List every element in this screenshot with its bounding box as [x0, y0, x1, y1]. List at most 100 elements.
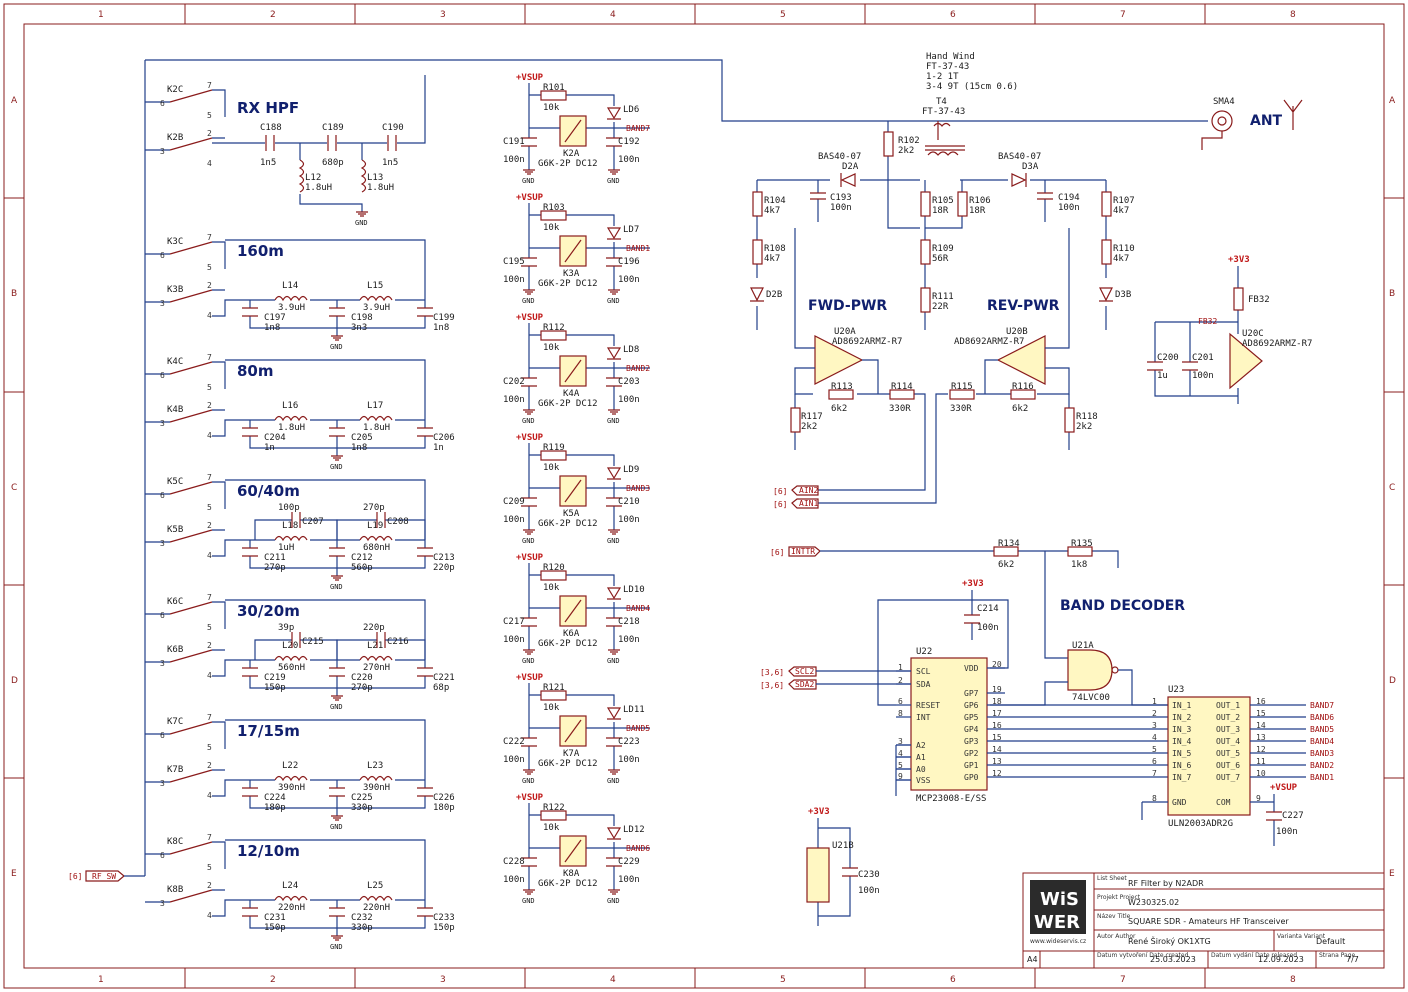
driver-3-caps: [521, 497, 622, 507]
driver-0-c1-ref: C191: [503, 137, 525, 147]
driver-4-relay-coil: [564, 599, 582, 623]
lpf-4-cap-2-ref: C221: [433, 673, 455, 683]
lpf-1-gnd-label: GND: [330, 343, 343, 351]
driver-5-relay-coil: [564, 719, 582, 743]
relay-3-switch: [169, 481, 213, 543]
r116-value: 6k2: [1012, 404, 1028, 414]
lpf-5-cap-1: [329, 787, 345, 797]
hpf-cap-0: [265, 135, 275, 151]
relay-1-wire: [145, 241, 226, 303]
lpf-2-cap-0: [242, 427, 258, 437]
driver-6-band: BAND6: [626, 844, 650, 853]
created-label: Datum vytvoření Date created: [1097, 952, 1189, 959]
u22-left-pin-5-name: A1: [916, 753, 926, 762]
lpf-4-gnd-label: GND: [330, 703, 343, 711]
driver-5-wire: [528, 683, 650, 770]
u20c-v33: +3V3: [1228, 255, 1250, 265]
c200-c201: [1147, 361, 1198, 371]
lpf-4-top-cap-0-ref: C215: [302, 637, 324, 647]
u23-in-pin-7-num: 8: [1152, 794, 1157, 803]
lpf-3-cap-0-ref: C211: [264, 553, 286, 563]
driver-4-k-ref: K6A: [563, 629, 580, 639]
c227-value: 100n: [1276, 827, 1298, 837]
driver-3-c1-ref: C209: [503, 497, 525, 507]
driver-6-k-ref: K8A: [563, 869, 580, 879]
driver-0-led-ref: LD6: [623, 105, 639, 115]
u22-v33: +3V3: [962, 579, 984, 589]
lpf-4-cap-1: [329, 667, 345, 677]
driver-3-relay-part: G6K-2P DC12: [538, 519, 598, 529]
u23-ref: U23: [1168, 685, 1184, 695]
grid-row-left-A: A: [11, 96, 18, 106]
c194-ref: C194: [1058, 193, 1080, 203]
driver-2-wire: [528, 323, 650, 410]
relay-3-pin6: 6: [160, 491, 165, 500]
c200-value: 1u: [1157, 371, 1168, 381]
u23-in-pin-5-num: 6: [1152, 757, 1157, 766]
t4-value: FT-37-43: [922, 107, 965, 117]
relay-0-switch: [169, 89, 213, 151]
lpf-6-cap-1-value: 330p: [351, 923, 373, 933]
t4-primary: [933, 122, 951, 127]
driver-2-k-ref: K4A: [563, 389, 580, 399]
hand-wind-2: FT-37-43: [926, 62, 969, 72]
u21b-block: +3V3 U21B C230 100n: [806, 807, 880, 926]
lpf-5-gnd-symbol: [331, 815, 343, 821]
relay-3-pin2: 2: [207, 521, 212, 530]
driver-5-b-gnd-label: GND: [607, 777, 620, 785]
r105-value: 18R: [932, 206, 949, 216]
lpf-3-top-wire-1: [336, 519, 426, 540]
band-1715-title: 17/15m: [237, 722, 300, 740]
grid-col-bottom-6: 6: [950, 975, 956, 985]
hpf-ind-1: [360, 159, 367, 193]
u22-left-pin-7-name: VSS: [916, 776, 931, 785]
driver-0-wire: [528, 83, 650, 170]
driver-1-b-gnd-label: GND: [607, 297, 620, 305]
lpf-4-top-wire-1: [336, 639, 426, 660]
relay-4-pin2: 2: [207, 641, 212, 650]
relay-6-b-ref: K8B: [167, 885, 183, 895]
r118-value: 2k2: [1076, 422, 1092, 432]
scl-sheetref: [3,6]: [760, 668, 784, 677]
r117-r118-wire: [794, 394, 1070, 450]
driver-6-wire: [528, 803, 650, 890]
u21a-value: 74LVC00: [1072, 693, 1110, 703]
lpf-3-top-cap-0-ref: C207: [302, 517, 324, 527]
lpf-5-ind-0-ref: L22: [282, 761, 298, 771]
lpf-3-cap-1-ref: C212: [351, 553, 373, 563]
c214-ref: C214: [977, 604, 999, 614]
u20b-value: AD8692ARMZ-R7: [954, 337, 1024, 347]
lpf-4-top-cap-1-ref: C216: [387, 637, 409, 647]
d3-part: BAS40-07: [998, 152, 1041, 162]
relay-6-pin6: 6: [160, 851, 165, 860]
grid-row-right-C: C: [1389, 483, 1395, 493]
driver-2-resistor: [540, 330, 567, 341]
u23-chip: [1167, 696, 1251, 816]
driver-2-c1-value: 100n: [503, 395, 525, 405]
relay-6-pin4: 4: [207, 911, 212, 920]
relay-2-pin5: 5: [207, 383, 212, 392]
driver-6-a-gnd-symbol: [523, 889, 535, 895]
lpf-5-cap-1-ref: C225: [351, 793, 373, 803]
u20c-opamp: [1229, 332, 1263, 390]
driver-1-band: BAND1: [626, 244, 650, 253]
u22-left-pin-6-num: 5: [898, 761, 903, 770]
band-6040-title: 60/40m: [237, 482, 300, 500]
filter-ladder: K2CK2B637524C1881n5C189680pC1901n5L121.8…: [144, 60, 455, 951]
relay-2-pin2: 2: [207, 401, 212, 410]
relay-4-pin6: 6: [160, 611, 165, 620]
c194-value: 100n: [1058, 203, 1080, 213]
r117: [790, 407, 801, 433]
u23-in-pin-3-num: 4: [1152, 733, 1157, 742]
u23-out-pin-2-num: 14: [1256, 721, 1266, 730]
r108-ref: R108: [764, 244, 786, 254]
u23-out-pin-0-num: 16: [1256, 697, 1266, 706]
driver-5-r-ref: R121: [543, 683, 565, 693]
lpf-4-top-cap-0: [291, 632, 301, 648]
lpf-4-top-cap-1-value: 220p: [363, 623, 385, 633]
fb32-net: FB32: [1198, 317, 1217, 326]
driver-6-a-gnd-label: GND: [522, 897, 535, 905]
relay-4-pin7: 7: [207, 593, 212, 602]
